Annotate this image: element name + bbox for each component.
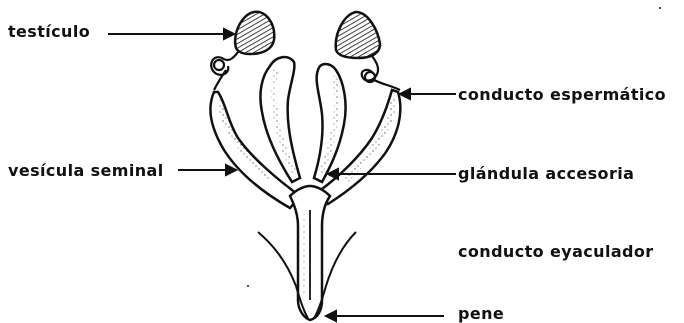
label-conducto-espermatico: conducto espermático [458, 87, 666, 103]
arrow-testiculo [108, 29, 234, 39]
right-accessory-gland [314, 64, 346, 182]
left-accessory-gland [260, 57, 300, 182]
right-sperm-duct [362, 56, 400, 90]
label-testiculo: testículo [8, 24, 90, 40]
ejaculatory-duct [290, 186, 330, 320]
left-sperm-duct [211, 52, 238, 90]
stray-dot [659, 7, 661, 9]
arrow-vesicula-seminal [178, 165, 236, 175]
label-glandula-accesoria: glándula accesoria [458, 166, 634, 182]
right-testis [336, 12, 380, 58]
left-testis [235, 12, 274, 54]
label-conducto-eyaculador: conducto eyaculador [458, 244, 654, 260]
label-vesicula-seminal: vesícula seminal [8, 163, 164, 179]
arrow-conducto-espermatico [400, 89, 456, 99]
stray-dot [247, 285, 249, 287]
label-pene: pene [458, 306, 504, 322]
arrow-pene [326, 311, 444, 321]
